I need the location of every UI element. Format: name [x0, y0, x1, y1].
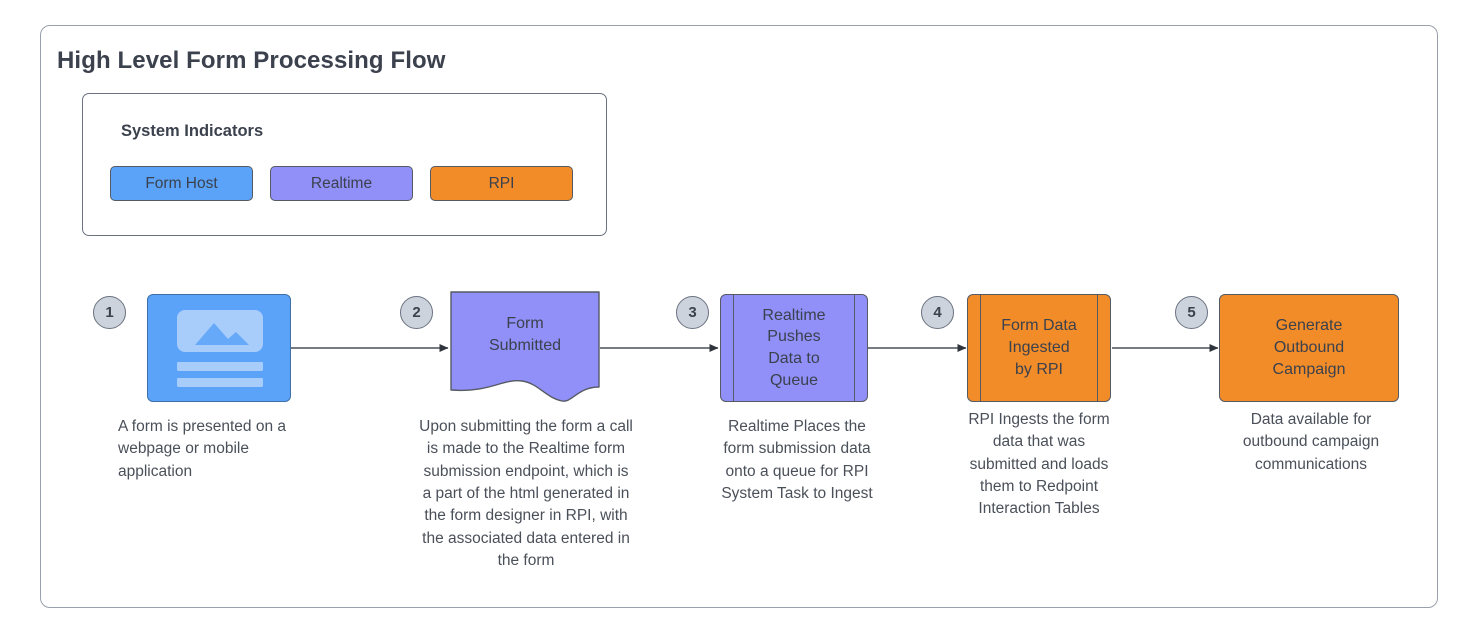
- process-rule-right: [853, 295, 855, 401]
- process-rule-left: [980, 295, 982, 401]
- step-badge-1-number: 1: [105, 304, 114, 321]
- legend-swatch-form-host[interactable]: Form Host: [110, 166, 253, 201]
- step-badge-5: 5: [1175, 296, 1208, 329]
- step-badge-2: 2: [400, 296, 433, 329]
- step-node-3-label: Realtime Pushes Data to Queue: [762, 306, 826, 389]
- step-node-5[interactable]: Generate Outbound Campaign: [1219, 294, 1399, 402]
- step-badge-4: 4: [921, 296, 954, 329]
- step-caption-5: Data available for outbound campaign com…: [1242, 411, 1380, 473]
- process-rule-left: [733, 295, 735, 401]
- legend-label-rpi: RPI: [488, 174, 515, 192]
- step-caption-2: Upon submitting the form a call is made …: [419, 418, 633, 569]
- step-caption-4: RPI Ingests the form data that was submi…: [968, 411, 1110, 518]
- step-badge-5-number: 5: [1187, 304, 1196, 321]
- legend-swatch-rpi[interactable]: RPI: [430, 166, 573, 201]
- legend-label-form-host: Form Host: [145, 174, 218, 192]
- legend-panel: System Indicators Form Host Realtime RPI: [82, 93, 607, 236]
- step-node-2[interactable]: Form Submitted: [450, 291, 600, 403]
- step-badge-4-number: 4: [933, 304, 942, 321]
- page-title: High Level Form Processing Flow: [57, 47, 446, 74]
- step-badge-3: 3: [676, 296, 709, 329]
- process-rule-right: [1096, 295, 1098, 401]
- step-node-4[interactable]: Form Data Ingested by RPI: [967, 294, 1111, 402]
- step-node-4-label: Form Data Ingested by RPI: [1001, 317, 1077, 378]
- legend-swatch-realtime[interactable]: Realtime: [270, 166, 413, 201]
- step-node-1[interactable]: [147, 294, 291, 402]
- step-badge-2-number: 2: [412, 304, 421, 321]
- step-caption-1: A form is presented on a webpage or mobi…: [118, 418, 287, 480]
- step-node-5-label: Generate Outbound Campaign: [1272, 317, 1346, 378]
- document-shape: [450, 291, 600, 402]
- legend-swatch-list: Form Host Realtime RPI: [110, 166, 573, 201]
- step-badge-3-number: 3: [688, 304, 697, 321]
- legend-label-realtime: Realtime: [310, 174, 373, 192]
- step-badge-1: 1: [93, 296, 126, 329]
- webpage-image-icon: [177, 310, 263, 387]
- legend-title: System Indicators: [121, 122, 264, 140]
- step-caption-3: Realtime Places the form submission data…: [721, 418, 873, 502]
- step-node-3[interactable]: Realtime Pushes Data to Queue: [720, 294, 868, 402]
